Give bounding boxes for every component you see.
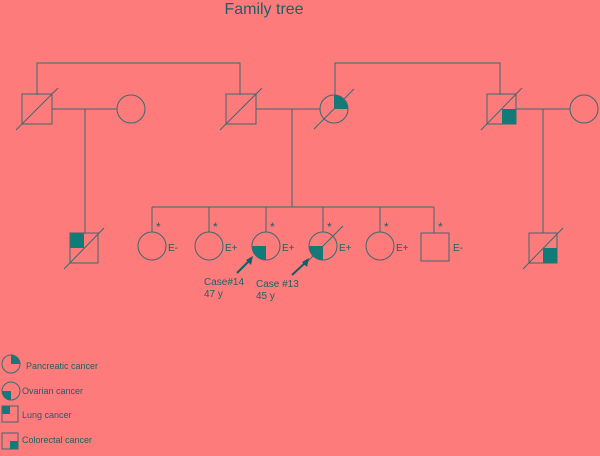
tested-marker: *: [438, 220, 443, 234]
child-1: * E-: [137, 220, 178, 261]
legend-label-colorectal: Colorectal cancer: [22, 435, 92, 445]
pedigree-lines: [36, 62, 570, 233]
ovarian-cancer-symbol: [1, 381, 21, 401]
sibling-line-left: [36, 62, 241, 95]
child-2: * E+: [194, 220, 238, 261]
child-5: * E+: [365, 220, 409, 261]
legend-label-pancreatic: Pancreatic cancer: [26, 361, 98, 371]
child-3-case-14: * E+: [251, 220, 295, 261]
left-father-symbol: [15, 87, 59, 131]
tested-marker: *: [270, 220, 275, 234]
case-14-name: Case#14: [204, 277, 244, 288]
lung-cancer-symbol: [1, 405, 19, 423]
child-4-label: E+: [339, 243, 352, 254]
proband-arrow-case-13: [291, 258, 309, 276]
child-1-label: E-: [168, 243, 178, 254]
left-mother-symbol: [116, 94, 146, 124]
legend: Pancreatic cancer Ovarian cancer Lung ca…: [1, 354, 98, 450]
child-6: * E-: [420, 220, 463, 262]
case-13-name: Case #13: [256, 279, 299, 290]
right-father-symbol: [480, 87, 523, 131]
child-5-label: E+: [396, 243, 409, 254]
right-son-symbol: [522, 227, 564, 270]
case-13-age: 45 y: [256, 291, 275, 302]
child-3-label: E+: [282, 243, 295, 254]
left-son-symbol: [63, 227, 105, 270]
legend-label-lung: Lung cancer: [22, 410, 72, 420]
tested-marker: *: [156, 220, 161, 234]
pancreatic-cancer-symbol: [1, 354, 21, 374]
middle-father-symbol: [219, 87, 263, 131]
tested-marker: *: [213, 220, 218, 234]
proband-arrow-case-14: [236, 256, 253, 274]
sibling-line-right: [334, 62, 501, 95]
child-2-label: E+: [225, 243, 238, 254]
legend-label-ovarian: Ovarian cancer: [22, 386, 83, 396]
colorectal-cancer-symbol: [1, 432, 19, 450]
right-mother-symbol: [569, 94, 599, 124]
tested-marker: *: [384, 220, 389, 234]
child-6-label: E-: [453, 243, 463, 254]
child-4-case-13: * E+: [303, 220, 352, 266]
case-14-age: 47 y: [204, 289, 223, 300]
diagram-title: Family tree: [224, 1, 303, 18]
middle-mother-symbol: [313, 88, 355, 130]
tested-marker: *: [327, 220, 332, 234]
